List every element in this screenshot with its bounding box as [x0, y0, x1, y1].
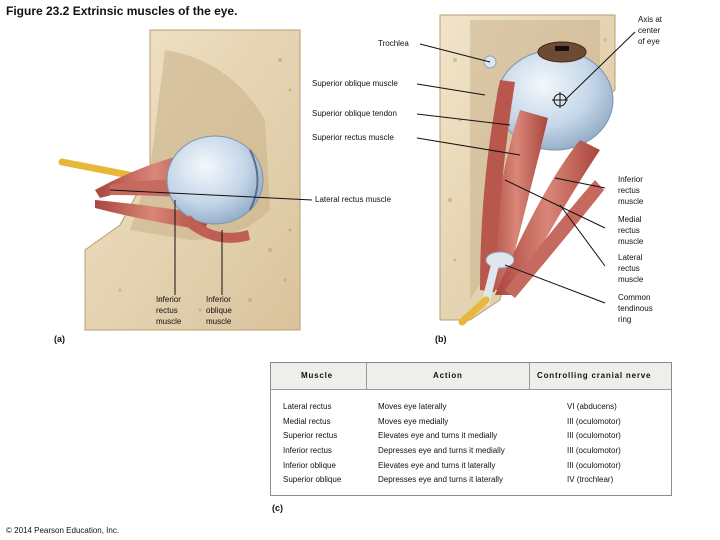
cell-nerve: III (oculomotor)	[567, 446, 621, 455]
cell-action: Depresses eye and turns it laterally	[378, 475, 503, 484]
label-lateral-rectus-b: Lateral rectus muscle	[618, 253, 644, 284]
cell-muscle: Lateral rectus	[283, 402, 332, 411]
column-header-nerve: Controlling cranial nerve	[537, 371, 652, 380]
panel-label-a: (a)	[54, 334, 65, 344]
cell-action: Elevates eye and turns it laterally	[378, 461, 496, 470]
panel-label-b: (b)	[435, 334, 447, 344]
cell-nerve: III (oculomotor)	[567, 461, 621, 470]
figure-title: Figure 23.2 Extrinsic muscles of the eye…	[6, 4, 238, 18]
label-superior-rectus-muscle: Superior rectus muscle	[312, 133, 394, 142]
muscle-table: Muscle Action Controlling cranial nerve …	[270, 362, 672, 496]
cell-nerve: III (oculomotor)	[567, 431, 621, 440]
cell-muscle: Inferior rectus	[283, 446, 332, 455]
cell-muscle: Superior rectus	[283, 431, 338, 440]
cell-nerve: VI (abducens)	[567, 402, 617, 411]
label-lateral-rectus-muscle-a: Lateral rectus muscle	[315, 195, 392, 204]
column-header-muscle: Muscle	[301, 371, 333, 380]
panel-label-c: (c)	[272, 503, 283, 513]
cell-nerve: IV (trochlear)	[567, 475, 614, 484]
leader-lines	[109, 31, 636, 304]
cell-action: Elevates eye and turns it medially	[378, 431, 498, 440]
cell-action: Moves eye medially	[378, 417, 449, 426]
label-trochlea: Trochlea	[378, 39, 409, 48]
cell-muscle: Superior oblique	[283, 475, 342, 484]
label-common-tendinous-ring: Common tendinous ring	[618, 293, 653, 324]
cell-muscle: Medial rectus	[283, 417, 331, 426]
label-inferior-rectus-a: Inferior rectus muscle	[156, 295, 182, 326]
cell-action: Moves eye laterally	[378, 402, 447, 411]
column-header-action: Action	[433, 371, 463, 380]
panel-b-art	[439, 14, 616, 326]
label-inferior-oblique-a: Inferior oblique muscle	[206, 295, 232, 326]
cell-muscle: Inferior oblique	[283, 461, 336, 470]
label-axis-center: Axis at center of eye	[638, 15, 663, 46]
label-superior-oblique-muscle: Superior oblique muscle	[312, 79, 398, 88]
label-medial-rectus-b: Medial rectus muscle	[618, 215, 644, 246]
cell-nerve: III (oculomotor)	[567, 417, 621, 426]
table-header: Muscle Action Controlling cranial nerve	[271, 363, 671, 390]
cell-action: Depresses eye and turns it medially	[378, 446, 505, 455]
label-superior-oblique-tendon: Superior oblique tendon	[312, 109, 397, 118]
copyright-notice: © 2014 Pearson Education, Inc.	[6, 526, 120, 535]
panel-a-art	[58, 29, 301, 331]
label-inferior-rectus-b: Inferior rectus muscle	[618, 175, 644, 206]
